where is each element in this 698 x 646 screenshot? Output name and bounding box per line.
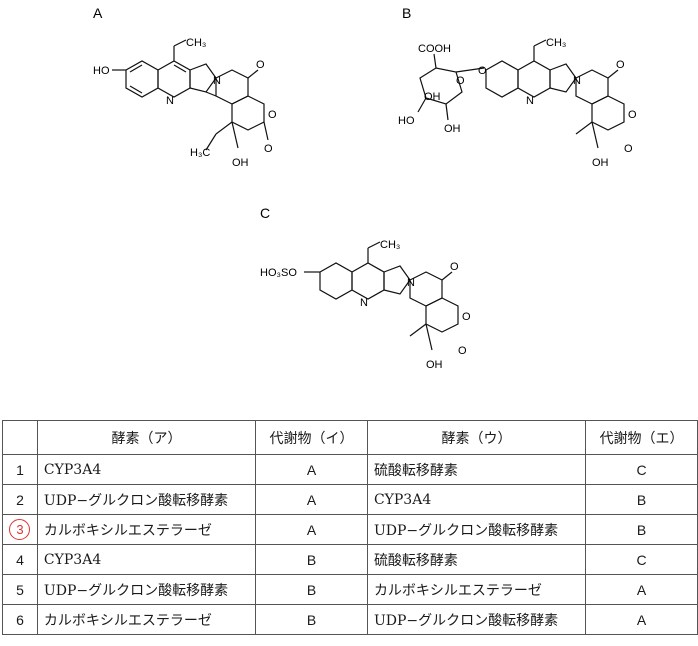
enzyme-u-cell: 硫酸転移酵素 (366, 454, 587, 485)
table-header-row: 酵素（ア） 代謝物（イ） 酵素（ウ） 代謝物（エ） (2, 420, 698, 455)
structure-b-drawing: B COOH O O OH HO OH CH₃ O N N (398, 5, 637, 169)
sugar-oh-2: HO (398, 115, 415, 127)
enzyme-u-cell: CYP3A4 (366, 484, 587, 515)
lactone-o: O (624, 143, 633, 155)
structure-c-drawing: C HO₃SO CH₃ O N N O O OH (260, 205, 471, 371)
metabolite-i-cell: B (255, 604, 368, 635)
n-ring-label: N (407, 277, 415, 289)
metabolite-e-cell: A (585, 604, 698, 635)
header-enzyme-a: 酵素（ア） (36, 420, 257, 455)
metabolite-e-cell: B (585, 514, 698, 545)
carbonyl-o: O (256, 59, 265, 71)
header-metabolite-e: 代謝物（エ） (585, 420, 698, 455)
lactone-o: O (264, 143, 273, 155)
metabolite-e-cell: B (585, 484, 698, 515)
ethyl-label: CH₃ (186, 37, 206, 49)
selected-choice-circle[interactable]: 3 (9, 519, 31, 540)
nitrogen-label: N (166, 95, 174, 107)
ring-o: O (628, 109, 637, 121)
metabolite-e-cell: C (585, 454, 698, 485)
enzyme-u-cell: UDP−グルクロン酸転移酵素 (366, 604, 587, 635)
carbonyl-o: O (450, 261, 459, 273)
enzyme-u-cell: 硫酸転移酵素 (366, 544, 587, 575)
enzyme-u-cell: UDP−グルクロン酸転移酵素 (366, 514, 587, 545)
nitrogen-label: N (360, 297, 368, 309)
structure-b-label: B (402, 5, 411, 21)
nitrogen-label: N (526, 95, 534, 107)
sugar-oh-1: OH (424, 91, 441, 103)
ethyl-label: CH₃ (380, 239, 400, 251)
n-ring-label: N (213, 75, 221, 87)
choice-number[interactable]: 5 (2, 574, 38, 605)
link-o: O (478, 65, 487, 77)
header-metabolite-i: 代謝物（イ） (255, 420, 368, 455)
enzyme-a-cell: UDP−グルクロン酸転移酵素 (36, 574, 257, 605)
choice-number[interactable]: 1 (2, 454, 38, 485)
ring-o: O (268, 109, 277, 121)
choice-number[interactable]: 4 (2, 544, 38, 575)
metabolite-e-cell: A (585, 574, 698, 605)
side-oh: OH (232, 157, 249, 169)
enzyme-u-cell: カルボキシルエステラーゼ (366, 574, 587, 605)
sugar-oh-3: OH (444, 123, 461, 135)
metabolite-i-cell: A (255, 514, 368, 545)
enzyme-a-cell: カルボキシルエステラーゼ (36, 514, 257, 545)
header-enzyme-u: 酵素（ウ） (366, 420, 587, 455)
choice-number[interactable]: 3 (2, 514, 38, 545)
ring-o: O (462, 311, 471, 323)
choice-number[interactable]: 2 (2, 484, 38, 515)
cooh-label: COOH (418, 43, 451, 55)
header-number (2, 420, 38, 455)
structure-a: A CH₃ HO O N N (0, 0, 330, 190)
ethyl-label: CH₃ (546, 37, 566, 49)
enzyme-a-cell: UDP−グルクロン酸転移酵素 (36, 484, 257, 515)
sulfo-label: HO₃SO (260, 267, 297, 279)
side-ethyl: H₃C (190, 147, 210, 159)
metabolite-e-cell: C (585, 544, 698, 575)
hydroxy-label: HO (93, 65, 110, 77)
enzyme-a-cell: CYP3A4 (36, 454, 257, 485)
n-ring-label: N (573, 75, 581, 87)
lactone-o: O (458, 345, 467, 357)
side-oh: OH (426, 359, 443, 371)
side-oh: OH (592, 157, 609, 169)
structure-a-label: A (93, 5, 103, 21)
carbonyl-o: O (616, 59, 625, 71)
structure-c: C HO₃SO CH₃ O N N O O OH (200, 200, 500, 400)
sugar-o: O (456, 75, 465, 87)
enzyme-a-cell: CYP3A4 (36, 544, 257, 575)
enzyme-a-cell: カルボキシルエステラーゼ (36, 604, 257, 635)
metabolite-i-cell: A (255, 484, 368, 515)
structure-b: B COOH O O OH HO OH CH₃ O N N (370, 0, 698, 190)
metabolite-i-cell: B (255, 544, 368, 575)
structure-a-drawing: A CH₃ HO O N N (93, 5, 277, 169)
metabolite-i-cell: B (255, 574, 368, 605)
metabolite-i-cell: A (255, 454, 368, 485)
choice-number[interactable]: 6 (2, 604, 38, 635)
structure-c-label: C (260, 205, 270, 221)
